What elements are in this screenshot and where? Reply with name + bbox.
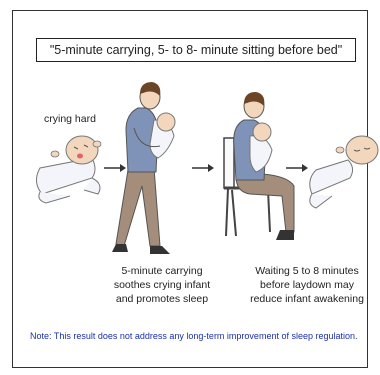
sleeping-baby-illustration bbox=[310, 136, 378, 208]
arrow-right-icon bbox=[104, 164, 126, 172]
sitting-caption-line: before laydown may bbox=[244, 278, 370, 292]
arrow-right-icon bbox=[286, 164, 308, 172]
sitting-caption-line: Waiting 5 to 8 minutes bbox=[244, 264, 370, 278]
footnote: Note: This result does not address any l… bbox=[30, 331, 370, 341]
crying-baby-illustration bbox=[36, 136, 101, 203]
carrying-caption-line: 5-minute carrying bbox=[96, 264, 228, 278]
arrow-right-icon bbox=[192, 164, 214, 172]
carrying-caption: 5-minute carrying soothes crying infant … bbox=[96, 264, 228, 306]
sitting-caption-line: reduce infant awakening bbox=[244, 292, 370, 306]
carrying-caption-line: soothes crying infant bbox=[96, 278, 228, 292]
sitting-caption: Waiting 5 to 8 minutes before laydown ma… bbox=[244, 264, 370, 306]
carrying-caption-line: and promotes sleep bbox=[96, 292, 228, 306]
sitting-adult-illustration bbox=[234, 92, 294, 240]
